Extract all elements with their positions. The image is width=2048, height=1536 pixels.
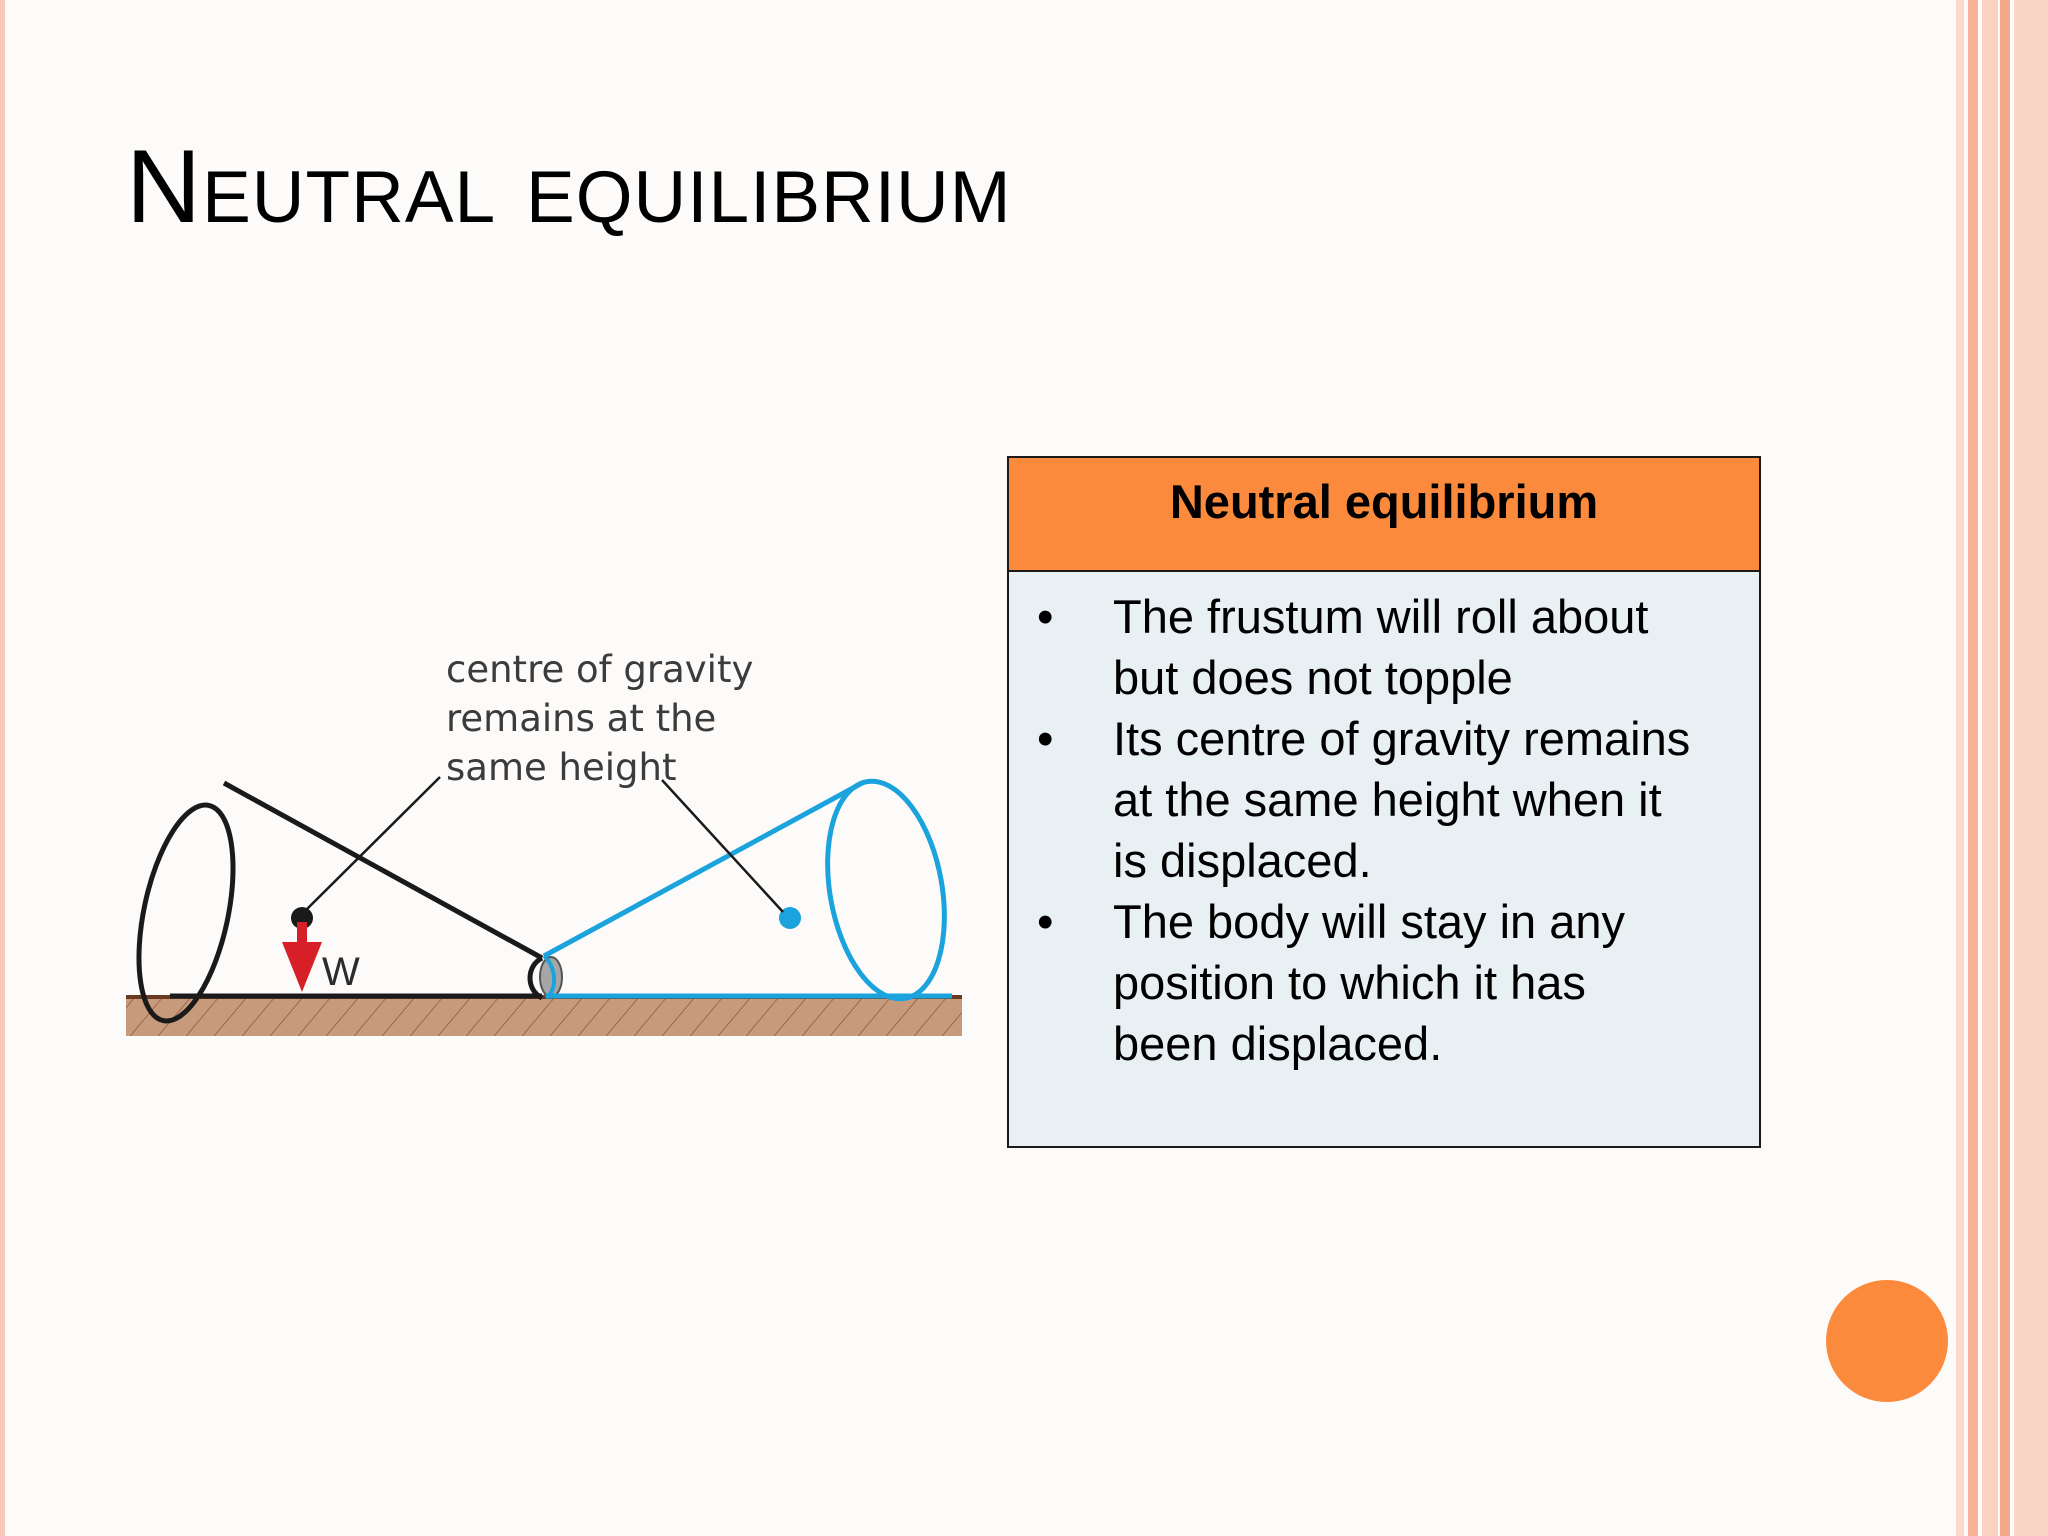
frustum-diagram: W centre of gravity remains at the same …	[126, 640, 966, 1050]
cog-label-line-1: centre of gravity	[446, 648, 753, 691]
list-item-line: The body will stay in any	[1113, 895, 1626, 948]
right-stripe	[2000, 0, 2010, 1536]
bullet: •	[1037, 895, 1054, 948]
right-stripe	[1956, 0, 1964, 1536]
right-stripe	[2014, 0, 2048, 1536]
list-item-line: at the same height when it	[1113, 773, 1662, 826]
info-list: • The frustum will roll about but does n…	[1009, 572, 1759, 1074]
bullet: •	[1037, 712, 1054, 765]
list-item-line: but does not topple	[1113, 651, 1513, 704]
right-stripe	[1982, 0, 1998, 1536]
left-edge-decoration	[0, 0, 5, 1536]
bullet: •	[1037, 590, 1054, 643]
list-item-line: been displaced.	[1113, 1017, 1443, 1070]
info-box-header: Neutral equilibrium	[1009, 458, 1759, 572]
info-box: Neutral equilibrium • The frustum will r…	[1007, 456, 1761, 1148]
list-item: • Its centre of gravity remains at the s…	[1029, 708, 1739, 891]
leader-line-left	[305, 776, 441, 911]
list-item-line: position to which it has	[1113, 956, 1586, 1009]
right-stripe	[1968, 0, 1978, 1536]
list-item-line: is displaced.	[1113, 834, 1372, 887]
right-frustum	[542, 778, 952, 1002]
list-item: • The body will stay in any position to …	[1029, 891, 1739, 1074]
decorative-dot	[1826, 1280, 1948, 1402]
info-box-header-text: Neutral equilibrium	[1169, 475, 1599, 528]
list-item: • The frustum will roll about but does n…	[1029, 586, 1739, 708]
left-frustum	[136, 780, 544, 1024]
list-item-line: The frustum will roll about	[1113, 590, 1649, 643]
centre-of-gravity-left	[291, 907, 313, 929]
leader-line-right	[661, 779, 784, 913]
weight-label: W	[322, 950, 360, 994]
list-item-line: Its centre of gravity remains	[1113, 712, 1691, 765]
centre-of-gravity-right	[779, 907, 801, 929]
slide-title: Neutral equilibrium	[126, 129, 1012, 245]
frustum-diagram-svg: W centre of gravity remains at the same …	[126, 648, 962, 1036]
ground-hatching	[126, 998, 962, 1036]
cog-label-line-2: remains at the	[446, 697, 716, 740]
weight-arrow	[282, 922, 322, 992]
cog-label-line-3: same height	[446, 746, 676, 789]
